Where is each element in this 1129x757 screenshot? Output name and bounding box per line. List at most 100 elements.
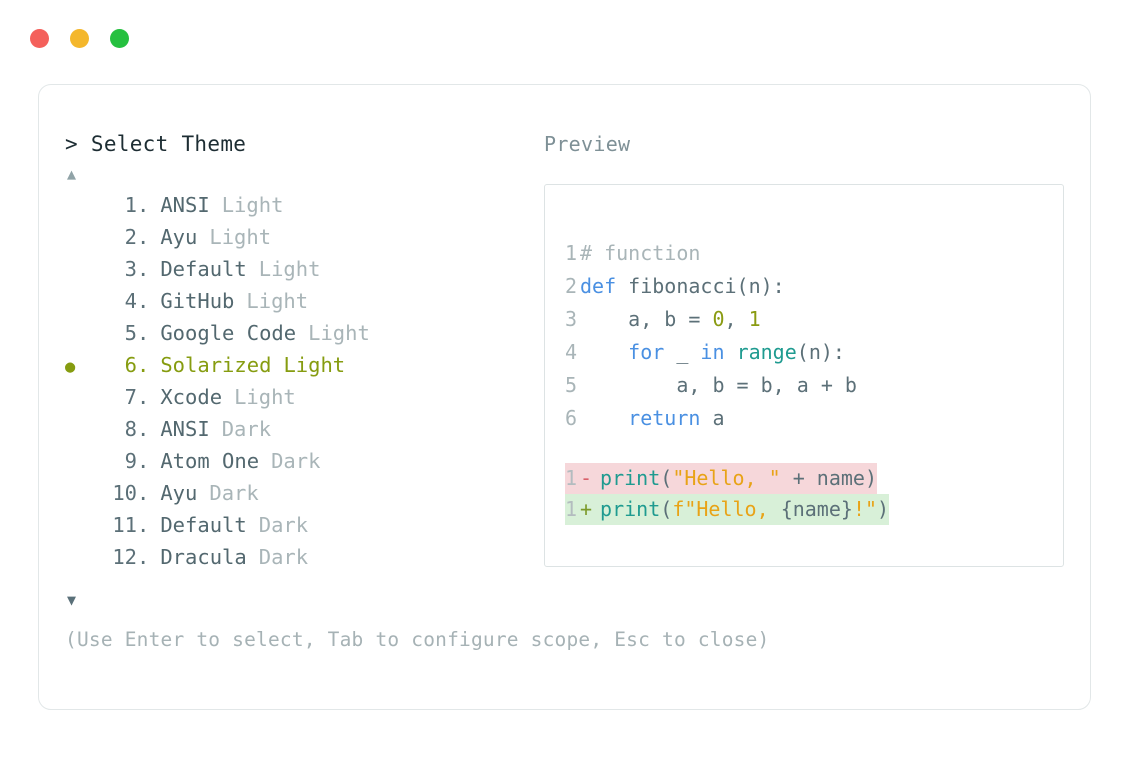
selected-bullet-icon: ●	[65, 287, 91, 319]
code-token-plain	[580, 406, 628, 430]
theme-item-variant: Dark	[271, 449, 321, 473]
selected-bullet-icon: ●	[65, 223, 91, 255]
code-token-plain: {name}	[780, 497, 853, 521]
code-line-text: def fibonacci(n):	[580, 270, 785, 303]
code-token-plain: + name)	[780, 466, 878, 490]
code-line: 3 a, b = 0, 1	[565, 303, 1057, 336]
theme-item-number: 5	[124, 321, 137, 345]
code-line: 5 a, b = b, a + b	[565, 369, 1057, 402]
theme-item-variant: Light	[283, 353, 346, 377]
theme-item-name: Solarized	[160, 353, 272, 377]
theme-item-number: 6	[124, 353, 137, 377]
close-button[interactable]	[30, 29, 49, 48]
scroll-up-icon[interactable]: ▲	[67, 165, 77, 183]
theme-item-separator: .	[137, 289, 150, 313]
theme-item-number: 4	[124, 289, 137, 313]
keyboard-hint: (Use Enter to select, Tab to configure s…	[65, 628, 770, 651]
theme-item-variant: Light	[221, 193, 284, 217]
selected-bullet-icon: ●	[65, 191, 91, 223]
theme-item-number: 1	[124, 193, 137, 217]
theme-item-variant: Dark	[209, 481, 259, 505]
code-token-str: "Hello, "	[672, 466, 781, 490]
code-token-plain: (	[660, 497, 673, 521]
selected-bullet-icon: ●	[65, 511, 91, 543]
code-token-plain: _	[664, 340, 701, 364]
theme-item-name: Google Code	[160, 321, 297, 345]
diff-line-del: 1-print("Hello, " + name)	[565, 463, 878, 494]
theme-item-variant: Dark	[258, 545, 309, 569]
line-number: 4	[565, 340, 578, 364]
theme-item-name: ANSI	[160, 417, 210, 441]
code-token-plain: )	[877, 497, 890, 521]
theme-item-separator: .	[137, 385, 150, 409]
page-title: > Select Theme	[65, 132, 247, 156]
theme-item-number: 3	[124, 257, 137, 281]
diff-lines: 1-print("Hello, " + name)1+print(f"Hello…	[565, 463, 1057, 525]
theme-list: ●1.ANSILight●2.AyuLight●3.DefaultLight●4…	[65, 189, 535, 573]
theme-picker-card: > Select Theme ▲ ●1.ANSILight●2.AyuLight…	[38, 84, 1091, 710]
code-line-text: a, b = 0, 1	[580, 303, 760, 336]
maximize-button[interactable]	[110, 29, 129, 48]
theme-item-separator: .	[137, 193, 150, 217]
code-token-plain: a, b = b, a + b	[580, 373, 857, 397]
line-number: 3	[565, 307, 578, 331]
code-line-text: # function	[580, 237, 700, 270]
theme-item-separator: .	[137, 321, 150, 345]
theme-item-separator: .	[137, 513, 150, 537]
code-token-plain: fibonacci(n):	[616, 274, 785, 298]
code-token-fn: print	[600, 466, 661, 490]
theme-item-number: 8	[124, 417, 137, 441]
line-number: 5	[565, 373, 578, 397]
theme-item-name: Default	[160, 257, 247, 281]
code-line: 4 for _ in range(n):	[565, 336, 1057, 369]
diff-line-text: print(f"Hello, {name}!")	[600, 494, 889, 525]
code-token-kw: in	[700, 340, 725, 364]
theme-item-separator: .	[137, 545, 150, 569]
theme-item-number: 2	[124, 225, 137, 249]
theme-item-variant: Dark	[258, 513, 309, 537]
minimize-button[interactable]	[70, 29, 89, 48]
code-token-plain: (n):	[796, 340, 845, 364]
line-number: 2	[565, 274, 578, 298]
code-token-num: 0	[712, 307, 725, 331]
theme-item-separator: .	[137, 353, 150, 377]
theme-item-variant: Light	[209, 225, 272, 249]
theme-item-number: 11	[112, 513, 137, 537]
selected-bullet-icon: ●	[65, 415, 91, 447]
selected-bullet-icon: ●	[65, 543, 91, 575]
theme-item-number: 10	[112, 481, 137, 505]
theme-item-variant: Light	[246, 289, 309, 313]
code-token-plain	[580, 340, 628, 364]
selected-bullet-icon: ●	[65, 383, 91, 415]
theme-item-separator: .	[137, 417, 150, 441]
code-token-plain: a, b =	[580, 307, 713, 331]
theme-item-variant: Light	[234, 385, 296, 409]
diff-line-text: print("Hello, " + name)	[600, 463, 877, 494]
code-token-str: !"	[852, 497, 878, 521]
selected-bullet-icon: ●	[65, 479, 91, 511]
scroll-down-icon[interactable]: ▼	[67, 591, 77, 609]
code-line: 1# function	[565, 237, 1057, 270]
theme-item-name: Dracula	[160, 545, 247, 569]
theme-item-number: 7	[124, 385, 137, 409]
selected-bullet-icon: ●	[65, 447, 91, 479]
code-token-comment: # function	[580, 241, 701, 265]
code-token-kw: return	[628, 406, 701, 430]
